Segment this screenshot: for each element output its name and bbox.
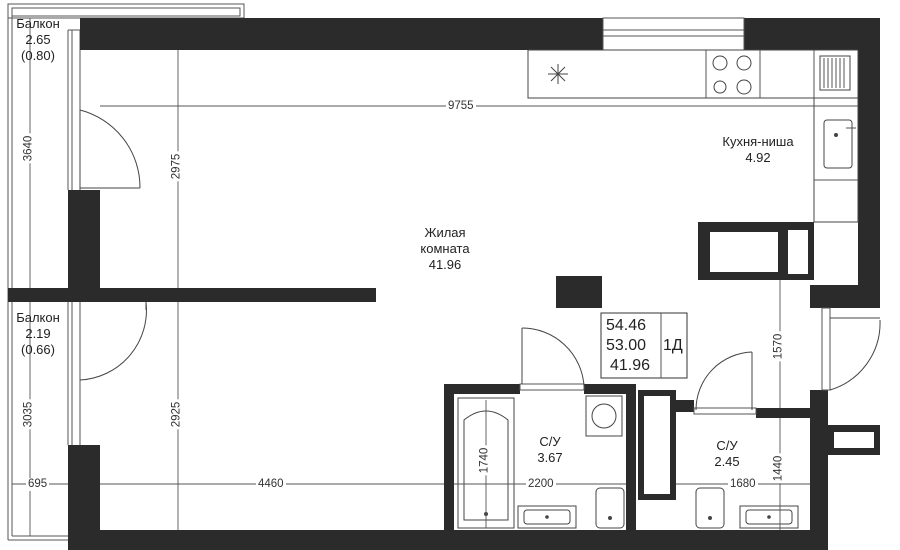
cooktop-icon <box>712 55 752 95</box>
walls <box>8 18 880 550</box>
washer-icon <box>585 395 623 437</box>
living-room-name-1: Жилая <box>424 225 466 240</box>
washbasin-icon-2 <box>739 505 799 529</box>
dim-living-height-top: 2975 <box>170 151 184 182</box>
balcony-outline <box>7 3 245 541</box>
balcony-bottom-name: Балкон <box>16 310 60 325</box>
dim-width-top: 9755 <box>446 100 476 113</box>
balcony-top-area: 2.65 <box>25 32 51 47</box>
washbasin-icon-1 <box>517 505 577 529</box>
dim-balcony-width: 695 <box>26 478 50 491</box>
kitchen-name: Кухня-ниша <box>722 134 794 149</box>
balcony-door-top <box>79 109 141 190</box>
summary-living: 41.96 <box>610 357 651 374</box>
balcony-top-sub: (0.80) <box>21 48 55 63</box>
bath2-area: 2.45 <box>714 454 740 469</box>
living-room-area: 41.96 <box>428 257 462 272</box>
range-hood-icon <box>548 64 568 84</box>
bath2-name: С/У <box>716 438 738 453</box>
kitchen-counter <box>527 49 859 223</box>
balcony-bottom-sub: (0.66) <box>21 342 55 357</box>
right-door <box>829 317 881 391</box>
sink-icon <box>823 119 856 169</box>
living-room-label: Жилая комната 41.96 <box>400 225 490 273</box>
bath2-label: С/У 2.45 <box>702 438 752 470</box>
kitchen-label: Кухня-ниша 4.92 <box>708 134 808 166</box>
dim-living-width-bottom: 4460 <box>256 478 286 491</box>
summary-without-balcony: 53.00 <box>606 337 647 354</box>
dim-balcony-top-height: 3640 <box>22 133 36 164</box>
summary-total: 54.46 <box>606 317 647 334</box>
balcony-top-label: Балкон 2.65 (0.80) <box>8 16 68 64</box>
area-summary <box>600 312 688 379</box>
dim-bath1-width: 2200 <box>526 478 556 491</box>
kitchen-area: 4.92 <box>745 150 771 165</box>
dim-living-height-bottom: 2925 <box>170 399 184 430</box>
balcony-door-bottom <box>79 301 147 381</box>
dim-bath1-tub: 1740 <box>478 445 492 476</box>
balcony-bottom-area: 2.19 <box>25 326 51 341</box>
bath1-area: 3.67 <box>537 450 563 465</box>
dishwasher-icon <box>819 55 851 91</box>
top-window <box>602 17 745 51</box>
toilet-icon-2 <box>695 487 725 529</box>
dim-bath2-width: 1680 <box>728 478 758 491</box>
bath1-label: С/У 3.67 <box>525 434 575 466</box>
balcony-bottom-label: Балкон 2.19 (0.66) <box>8 310 68 358</box>
right-window <box>821 307 831 391</box>
dim-bath2-height: 1440 <box>772 453 786 484</box>
dim-balcony-bottom-height: 3035 <box>22 399 36 430</box>
summary-type: 1Д <box>663 337 683 354</box>
living-room-name-2: комната <box>420 241 470 256</box>
bath2-door <box>693 351 757 415</box>
bath1-name: С/У <box>539 434 561 449</box>
bath1-door <box>519 327 585 391</box>
dim-corridor-height: 1570 <box>772 331 786 362</box>
balcony-top-name: Балкон <box>16 16 60 31</box>
toilet-icon-1 <box>595 487 625 529</box>
